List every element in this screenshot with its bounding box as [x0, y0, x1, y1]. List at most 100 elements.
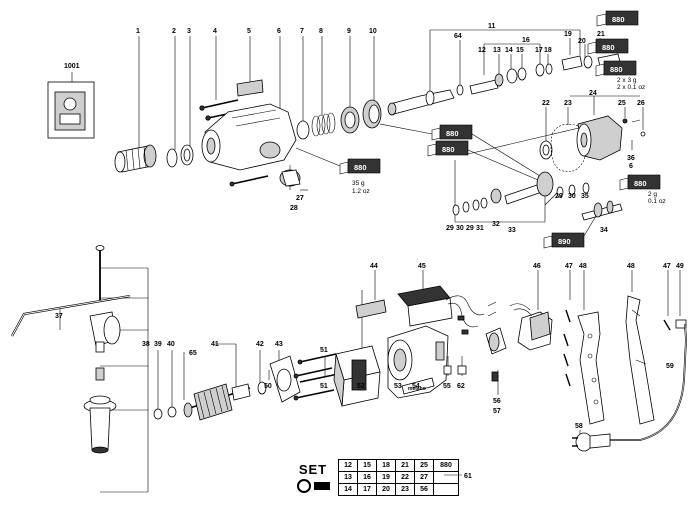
grease-tube-label: 880: [446, 129, 459, 138]
part-number: 10: [369, 28, 377, 35]
set-cell: 880: [433, 459, 459, 472]
grease-qty: 35 g: [352, 180, 365, 187]
part-number: 27: [296, 195, 304, 202]
switch-cover-part: [397, 285, 453, 327]
set-title-cell: SET: [288, 460, 339, 496]
grease-tube-label: 880: [354, 163, 367, 172]
part-number: 64: [454, 33, 462, 40]
part-number: 59: [666, 363, 674, 370]
set-icons: [288, 479, 338, 493]
set-cell: 17: [357, 483, 377, 496]
grease-qty: 2 x 3 g: [617, 77, 637, 84]
handle-half-left: [577, 311, 605, 425]
grease-qty-oz: 0.1 oz: [648, 198, 666, 205]
part-number: 30: [568, 193, 576, 200]
part-number: 18: [544, 47, 552, 54]
part-number: 58: [575, 423, 583, 430]
part-number: 30: [456, 225, 464, 232]
part-number: 3: [187, 28, 191, 35]
label-plate-part-44: [355, 299, 387, 319]
grease-tube-label: 880: [610, 65, 623, 74]
part-number: 1: [136, 28, 140, 35]
part-number: 11: [488, 23, 496, 30]
handle-spring: [95, 341, 105, 381]
part-number: 9: [347, 28, 351, 35]
set-cell: 22: [395, 471, 415, 484]
spindle-part-11: [387, 89, 455, 116]
shaft-part-34: [581, 200, 623, 221]
part-number: 65: [189, 350, 197, 357]
armature-part: [183, 383, 251, 421]
part-number: 56: [493, 398, 501, 405]
set-cell: 23: [395, 483, 415, 496]
part-number: 62: [457, 383, 465, 390]
part-number: 34: [600, 227, 608, 234]
set-cell: 12: [338, 459, 358, 472]
part-number: 37: [55, 313, 63, 320]
grease-leaders: [379, 123, 597, 181]
part-number: 28: [290, 205, 298, 212]
ring-icon: [296, 479, 311, 493]
part-number: 31: [476, 225, 484, 232]
ring-part-40: [167, 406, 177, 418]
grease-tube-top-mid: 880: [587, 38, 629, 55]
screw-part-51: [293, 353, 339, 401]
part-number: 5: [247, 28, 251, 35]
part-number: 36: [627, 155, 635, 162]
part-number: 20: [578, 38, 586, 45]
part-number: 19: [564, 31, 572, 38]
part-number: 21: [597, 31, 605, 38]
part-number: 51: [320, 383, 328, 390]
set-table: SET 12 15 18 21 25 880 13 16 19 22 27 14…: [288, 459, 459, 496]
set-cell: 13: [338, 471, 358, 484]
part-number: 51: [320, 347, 328, 354]
grease-tube-main: 880: [295, 147, 381, 175]
grease-tube-label: 880: [634, 179, 647, 188]
part-number: 29: [466, 225, 474, 232]
auxiliary-handle-bolt: [95, 245, 105, 300]
part-number: 52: [357, 383, 365, 390]
bearing-set-12-18: [469, 63, 553, 95]
grease-qty: 2 g: [648, 191, 657, 198]
part-number: 14: [505, 47, 513, 54]
motor-housing-part: [387, 325, 449, 399]
grease-tube-right: 880: [619, 174, 661, 191]
set-cell: 27: [414, 471, 434, 484]
part-number: 8: [319, 28, 323, 35]
set-cell: [433, 471, 459, 484]
set-cell: [433, 483, 459, 496]
screw-icon: [313, 482, 330, 490]
part-number: 33: [508, 227, 516, 234]
part-number: 54: [412, 383, 420, 390]
brand-name: metabo: [408, 386, 426, 392]
gear-part-10: [362, 99, 382, 129]
part-number: 17: [535, 47, 543, 54]
fan-baffle-part: [269, 355, 301, 403]
switch-part-46: [509, 303, 553, 351]
part-number-labels: 1 2 3 4 5 6 7 8 9 10 11 64 12 13 14 15 1…: [55, 23, 684, 480]
part-number: 12: [478, 47, 486, 54]
grease-tube-top-low: 880: [595, 60, 637, 77]
gear-shaft-assembly: [452, 171, 590, 216]
part-number: 39: [154, 341, 162, 348]
mains-plug-part: [572, 432, 611, 452]
cable-clamp-part: [675, 319, 687, 329]
screw: [231, 175, 269, 185]
part-number: 46: [533, 263, 541, 270]
bearing-part-42: [257, 381, 267, 395]
part-number: 53: [394, 383, 402, 390]
part-number: 35: [581, 193, 589, 200]
clip-part-62: [457, 365, 467, 375]
part-number: 61: [464, 473, 472, 480]
auxiliary-handle-clamp: [89, 311, 121, 347]
handle-half-right: [625, 295, 655, 425]
set-cell: 18: [376, 459, 396, 472]
power-cable: [610, 323, 687, 441]
gearbox-cover-group: [539, 115, 646, 172]
part-number: 42: [256, 341, 264, 348]
set-cell: 20: [376, 483, 396, 496]
grease-tube-label: 880: [612, 15, 625, 24]
part-1001-inset: [47, 72, 95, 139]
brand-label-part: metabo: [401, 377, 435, 395]
